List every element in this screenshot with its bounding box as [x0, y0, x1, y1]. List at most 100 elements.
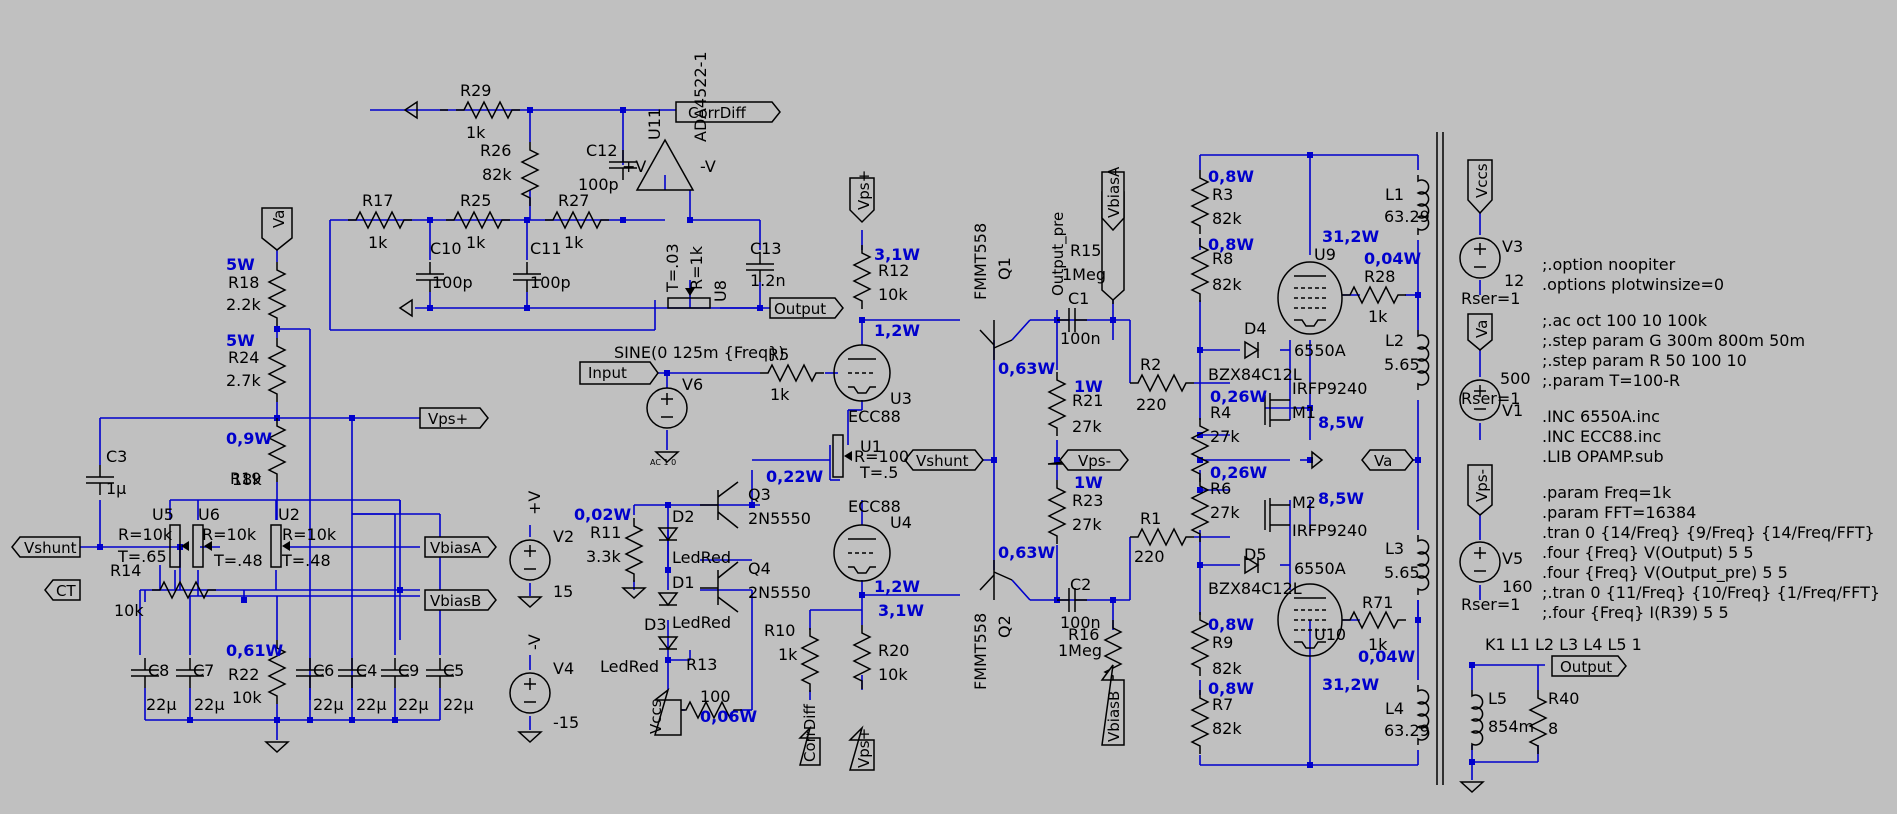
directive-line: ;.step param G 300m 800m 50m — [1542, 331, 1805, 350]
label-r24-value: 2.7k — [226, 371, 261, 390]
label-r7: R7 — [1212, 695, 1233, 714]
label-c1: C1 — [1068, 289, 1089, 308]
label-c9: C9 — [398, 661, 419, 680]
label-r28-value: 1k — [1368, 307, 1388, 326]
label-q1-value: FMMT558 — [971, 223, 990, 300]
power-r19: 0,9W — [226, 429, 272, 448]
label-r5: R5 — [768, 345, 789, 364]
label-corrdiff-flag: CorrDiff — [688, 104, 746, 122]
label-u3-value: ECC88 — [848, 407, 901, 426]
label-c13: C13 — [750, 239, 782, 258]
power-r6: 0,26W — [1210, 463, 1267, 482]
net-flags — [11, 101, 1627, 771]
power-r12: 3,1W — [874, 245, 920, 264]
label-d1-value: LedRed — [672, 613, 731, 632]
label-r16: R16 — [1068, 625, 1099, 644]
label-r22-value: 10k — [232, 688, 262, 707]
label-c3: C3 — [106, 447, 127, 466]
power-m2: 8,5W — [1318, 489, 1364, 508]
label-vps-plus-flag-3: Vps+ — [855, 728, 873, 768]
label-r7-value: 82k — [1212, 719, 1242, 738]
label-vbiasa-flag-1: VbiasA — [430, 539, 482, 557]
label-r27-value: 1k — [564, 233, 584, 252]
label-vps-minus-flag-2: Vps- — [1473, 469, 1491, 502]
power-r22: 0,61W — [226, 641, 283, 660]
power-u3: 1,2W — [874, 321, 920, 340]
label-r71: R71 — [1362, 593, 1393, 612]
label-c11-value: 100p — [530, 273, 571, 292]
label-r23-value: 27k — [1072, 515, 1102, 534]
label-q2: Q2 — [995, 615, 1014, 638]
label-c3-value: 1µ — [106, 479, 126, 498]
label-vshunt-flag-2: Vshunt — [916, 452, 969, 470]
label-q4: Q4 — [748, 559, 771, 578]
label-c7: C7 — [193, 661, 214, 680]
label-c8: C8 — [148, 661, 169, 680]
power-r8: 0,8W — [1208, 235, 1254, 254]
label-c5: C5 — [443, 661, 464, 680]
label-l4: L4 — [1385, 699, 1404, 718]
directive-line: .param Freq=1k — [1542, 483, 1672, 502]
label-u9: U9 — [1314, 245, 1336, 264]
label-v3-value: 12 — [1504, 271, 1524, 290]
label-r23: R23 — [1072, 491, 1103, 510]
label-d1: D1 — [672, 573, 695, 592]
label-l5: L5 — [1488, 689, 1507, 708]
power-r23: 1W — [1074, 473, 1103, 492]
label-u1: U1 — [860, 437, 882, 456]
label-u10: U10 — [1314, 625, 1346, 644]
label-r40-value: 8 — [1548, 719, 1558, 738]
label-r26-value: 82k — [482, 165, 512, 184]
label-r6-value: 27k — [1210, 503, 1240, 522]
label-output-flag-1: Output — [774, 300, 826, 318]
directive-line: ;.param T=100-R — [1542, 371, 1680, 390]
label-r28: R28 — [1364, 267, 1395, 286]
label-q3-value: 2N5550 — [748, 509, 811, 528]
label-u2: U2 — [278, 505, 300, 524]
label-r71-value: 1k — [1368, 635, 1388, 654]
label-c11: C11 — [530, 239, 562, 258]
power-r3: 0,8W — [1208, 167, 1254, 186]
label-c12-value: 100p — [578, 175, 619, 194]
label-r11-value: 3.3k — [586, 547, 621, 566]
label-r21-value: 27k — [1072, 417, 1102, 436]
label-l4-value: 63.29 — [1384, 721, 1430, 740]
label-u8-r: R=1k — [687, 245, 706, 290]
label-va-flag-1: Va — [270, 210, 288, 228]
label-input-flag: Input — [588, 364, 627, 382]
label-r14-value: 10k — [114, 601, 144, 620]
power-r24: 5W — [226, 331, 255, 350]
label-d4-value: BZX84C12L — [1208, 365, 1302, 384]
label-v6-source: SINE(0 125m {Freq}) — [614, 343, 785, 362]
label-r25: R25 — [460, 191, 491, 210]
label-u3: U3 — [890, 389, 912, 408]
label-l5-value: 854m — [1488, 717, 1534, 736]
power-r21: 1W — [1074, 377, 1103, 396]
label-d3: D3 — [644, 615, 667, 634]
directive-line: ;.option noopiter — [1542, 255, 1676, 274]
label-vbiasa-flag-2: VbiasA — [1105, 166, 1123, 218]
power-q2: 0,63W — [998, 543, 1055, 562]
label-r29: R29 — [460, 81, 491, 100]
label-u11: U11 — [645, 108, 664, 140]
label-vbiasb-flag-2: VbiasB — [1105, 691, 1123, 742]
label-r25-value: 1k — [466, 233, 486, 252]
label-u2-r: R=10k — [282, 525, 337, 544]
power-r18: 5W — [226, 255, 255, 274]
label-u11-mv: -V — [700, 157, 716, 176]
label-v3-rser: Rser=1 — [1461, 289, 1520, 308]
label-r26: R26 — [480, 141, 511, 160]
label-u8-t: T=.03 — [663, 243, 682, 293]
label-v2-value: 15 — [553, 582, 573, 601]
power-r9: 0,8W — [1208, 615, 1254, 634]
power-q1: 0,63W — [998, 359, 1055, 378]
label-v6: V6 — [682, 375, 703, 394]
directive-line: .tran 0 {14/Freq} {9/Freq} {14/Freq/FFT} — [1542, 523, 1875, 542]
label-l2-value: 5.65 — [1384, 355, 1420, 374]
label-m1: M1 — [1292, 403, 1316, 422]
label-vbiasb-flag-1: VbiasB — [430, 592, 481, 610]
label-c9-value: 22µ — [398, 695, 429, 714]
label-vshunt-flag-1: Vshunt — [24, 539, 77, 557]
label-r8: R8 — [1212, 249, 1233, 268]
label-vps-plus-flag: Vps+ — [428, 410, 468, 428]
